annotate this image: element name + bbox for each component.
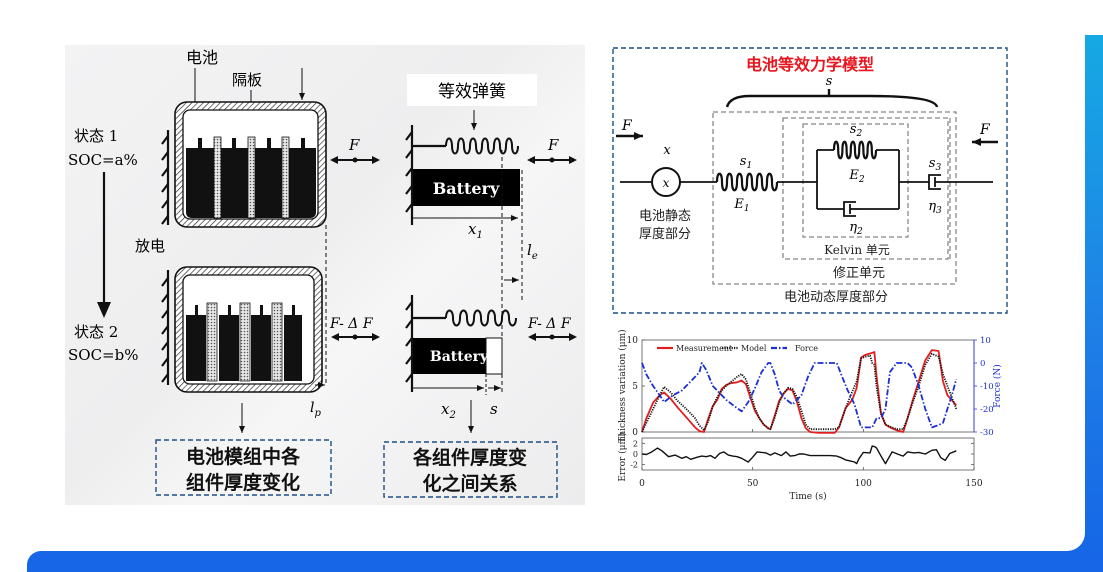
x-top-label: x bbox=[663, 143, 671, 158]
state1-line2: SOC=a% bbox=[68, 151, 138, 169]
dynamic-thickness-box bbox=[712, 111, 957, 285]
x-axis-label: Time (s) bbox=[789, 491, 826, 502]
force-delta-label-state2: F- Δ F bbox=[329, 316, 374, 332]
lp-label: lp bbox=[310, 400, 321, 419]
force-right-label: F bbox=[979, 122, 991, 138]
y2-tick-label: 10 bbox=[980, 336, 991, 346]
force-delta-arrow-middle bbox=[528, 333, 577, 341]
force-left-label: F bbox=[621, 118, 633, 134]
e2-label: E2 bbox=[848, 168, 865, 185]
box-module-thickness bbox=[155, 439, 332, 496]
static-line2: 厚度部分 bbox=[639, 226, 691, 242]
main-plot-frame bbox=[641, 339, 975, 433]
force-delta-label-middle: F- Δ F bbox=[527, 316, 572, 332]
spring-2-icon bbox=[445, 309, 517, 327]
error-axis-label: Error (μm) bbox=[617, 432, 628, 481]
s3-label: s3 bbox=[929, 156, 942, 173]
force-arrow-state1 bbox=[330, 156, 380, 164]
battery-text-1: Battery bbox=[433, 179, 500, 198]
x2-label: x2 bbox=[441, 400, 456, 421]
x-tick-label: 0 bbox=[639, 479, 645, 489]
model-title: 电池等效力学模型 bbox=[746, 55, 874, 74]
box2-line1: 各组件厚度变 bbox=[412, 446, 527, 469]
frame-accent-bottom bbox=[27, 551, 1103, 572]
error-tick-label: 2 bbox=[633, 439, 638, 448]
state1-line1: 状态 1 bbox=[74, 127, 118, 145]
force-label-state1: F bbox=[348, 136, 360, 154]
battery-text-2: Battery bbox=[430, 349, 489, 365]
wall-middle-1 bbox=[405, 125, 414, 225]
battery-module-state2 bbox=[174, 266, 323, 393]
x1-label: x1 bbox=[468, 220, 483, 241]
error-plot-frame bbox=[641, 437, 975, 471]
y-tick-label: 10 bbox=[627, 336, 639, 346]
eta2-label: η2 bbox=[849, 220, 863, 237]
box1-line2: 组件厚度变化 bbox=[186, 471, 300, 494]
eta3-label: η3 bbox=[928, 199, 942, 216]
dynamic-label: 电池动态厚度部分 bbox=[784, 289, 888, 305]
x-tick-label: 100 bbox=[855, 479, 872, 489]
spring-1-icon bbox=[445, 137, 519, 155]
fixed-wall-2 bbox=[161, 270, 170, 385]
force-arrow-state2 bbox=[331, 333, 380, 341]
correction-unit-box bbox=[782, 117, 949, 260]
error-tick-label: -2 bbox=[630, 461, 638, 470]
force-arrow-middle bbox=[527, 156, 577, 164]
kelvin-label: Kelvin 单元 bbox=[824, 243, 890, 257]
separator-label: 隔板 bbox=[232, 71, 262, 89]
y-tick-label: 5 bbox=[632, 382, 638, 392]
series-model bbox=[641, 352, 958, 433]
battery-module-state1 bbox=[174, 101, 327, 228]
le-label: le bbox=[527, 241, 538, 262]
s1-label: s1 bbox=[740, 154, 752, 171]
y-tick-label: 0 bbox=[632, 428, 638, 438]
legend-label-model: Model bbox=[741, 344, 767, 353]
y2-axis-label: Force (N) bbox=[992, 364, 1003, 408]
spring-e2-icon bbox=[832, 140, 878, 160]
static-line1: 电池静态 bbox=[639, 209, 691, 224]
x-tick-label: 150 bbox=[965, 479, 982, 489]
box2-line2: 化之间关系 bbox=[422, 472, 517, 495]
state2-line2: SOC=b% bbox=[68, 346, 138, 364]
x-circle-label: x bbox=[663, 176, 670, 190]
e1-label: E1 bbox=[733, 197, 749, 214]
spring-label: 等效弹簧 bbox=[438, 82, 506, 102]
battery-expansion-part bbox=[485, 337, 503, 375]
battery-label: 电池 bbox=[186, 48, 218, 67]
correction-label: 修正单元 bbox=[833, 266, 885, 281]
spring-label-bg bbox=[407, 74, 537, 106]
y2-tick-label: 0 bbox=[980, 359, 985, 369]
damper-eta3-icon bbox=[928, 174, 993, 190]
y2-tick-label: -20 bbox=[980, 405, 994, 415]
series-force bbox=[641, 362, 958, 429]
s-brace bbox=[725, 94, 939, 108]
y2-tick-label: -10 bbox=[980, 382, 994, 392]
kelvin-parallel-wires bbox=[816, 149, 900, 210]
state2-line1: 状态 2 bbox=[74, 323, 118, 341]
box1-line1: 电池模组中各 bbox=[186, 445, 301, 468]
wall-middle-2 bbox=[405, 295, 414, 392]
s2-label: s2 bbox=[850, 122, 863, 139]
fixed-wall-1 bbox=[161, 130, 170, 225]
discharge-label: 放电 bbox=[135, 237, 165, 255]
legend-label-force: Force bbox=[795, 344, 818, 353]
y-axis-label: Thickness variation (μm) bbox=[617, 329, 628, 442]
force-label-middle: F bbox=[547, 136, 559, 154]
damper-eta2-icon bbox=[843, 201, 858, 217]
s-total-label: s bbox=[826, 74, 833, 89]
kelvin-unit-box bbox=[802, 123, 909, 238]
box-component-relation bbox=[383, 441, 558, 498]
y2-tick-label: -30 bbox=[980, 428, 994, 438]
error-tick-label: 0 bbox=[633, 450, 638, 459]
spring-e1-icon bbox=[715, 172, 779, 192]
series-error bbox=[641, 445, 957, 465]
discharge-arrow-head bbox=[97, 302, 111, 318]
s-label-middle: s bbox=[490, 400, 498, 418]
x-tick-label: 50 bbox=[747, 479, 759, 489]
legend-label-measurement: Measurement bbox=[676, 344, 733, 353]
series-measurement bbox=[641, 349, 957, 434]
